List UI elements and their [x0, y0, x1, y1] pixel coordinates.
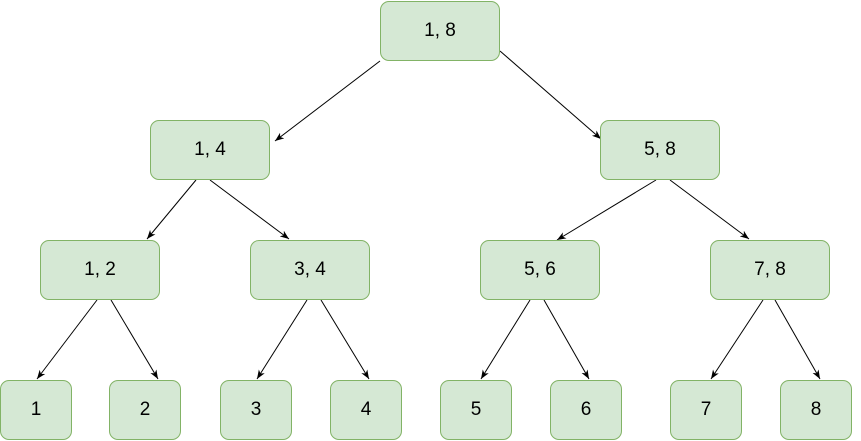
leaf-node-1: 1	[0, 380, 72, 440]
edge-1-4-to-1-2	[146, 179, 197, 240]
edge-5-8-to-5-6	[556, 179, 657, 241]
edge-1-2-to-1	[36, 299, 98, 380]
leaf-node-2: 2	[109, 380, 181, 440]
tree-node-1-8: 1, 8	[380, 1, 500, 61]
edge-1-4-to-3-4	[209, 179, 290, 240]
tree-node-3-4: 3, 4	[250, 240, 370, 300]
tree-node-1-4: 1, 4	[150, 120, 270, 180]
edge-1-2-to-2	[110, 299, 159, 380]
tree-node-1-2: 1, 2	[40, 240, 160, 300]
tree-node-7-8: 7, 8	[710, 240, 830, 300]
edge-3-4-to-3	[256, 299, 308, 380]
edge-root-to-5-8	[499, 50, 602, 140]
tree-node-5-6: 5, 6	[480, 240, 600, 300]
edge-root-to-1-4	[274, 60, 381, 142]
edge-5-6-to-6	[543, 299, 590, 380]
leaf-node-7: 7	[670, 380, 742, 440]
leaf-node-8: 8	[780, 380, 852, 440]
tree-node-5-8: 5, 8	[600, 120, 720, 180]
leaf-node-6: 6	[550, 380, 622, 440]
leaf-node-5: 5	[440, 380, 512, 440]
edge-5-6-to-5	[480, 299, 531, 380]
edge-7-8-to-8	[774, 299, 821, 380]
edge-3-4-to-4	[320, 299, 370, 380]
edge-5-8-to-7-8	[669, 179, 750, 240]
edge-7-8-to-7	[710, 299, 764, 380]
leaf-node-4: 4	[330, 380, 402, 440]
leaf-node-3: 3	[220, 380, 292, 440]
